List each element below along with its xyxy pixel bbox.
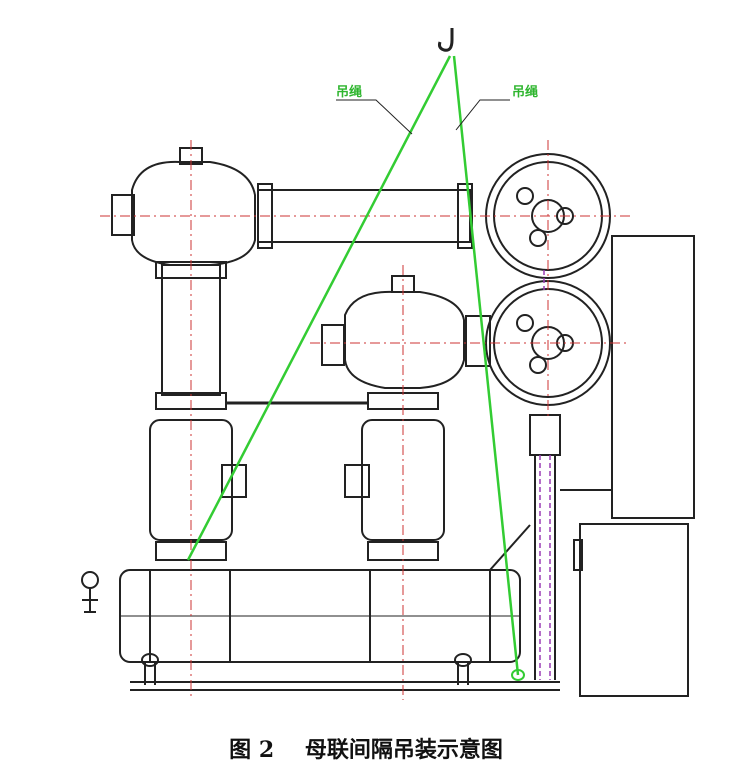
left-sling <box>186 55 452 561</box>
figure-number: 图 2 <box>229 737 275 763</box>
pressure-gauge-icon <box>81 571 99 589</box>
upper-left-chamber <box>131 160 256 266</box>
right-sling <box>452 55 520 676</box>
figure-title: 母联间隔吊装示意图 <box>304 737 503 763</box>
figure-caption: 图 2 母联间隔吊装示意图 <box>0 732 732 764</box>
control-cabinet-lower <box>579 523 689 697</box>
sling-label-right: 吊绳 <box>512 84 538 100</box>
sling-label-left: 吊绳 <box>336 84 362 100</box>
control-cabinet-upper <box>611 235 695 519</box>
middle-chamber <box>344 290 465 389</box>
crane-hook <box>438 28 454 52</box>
